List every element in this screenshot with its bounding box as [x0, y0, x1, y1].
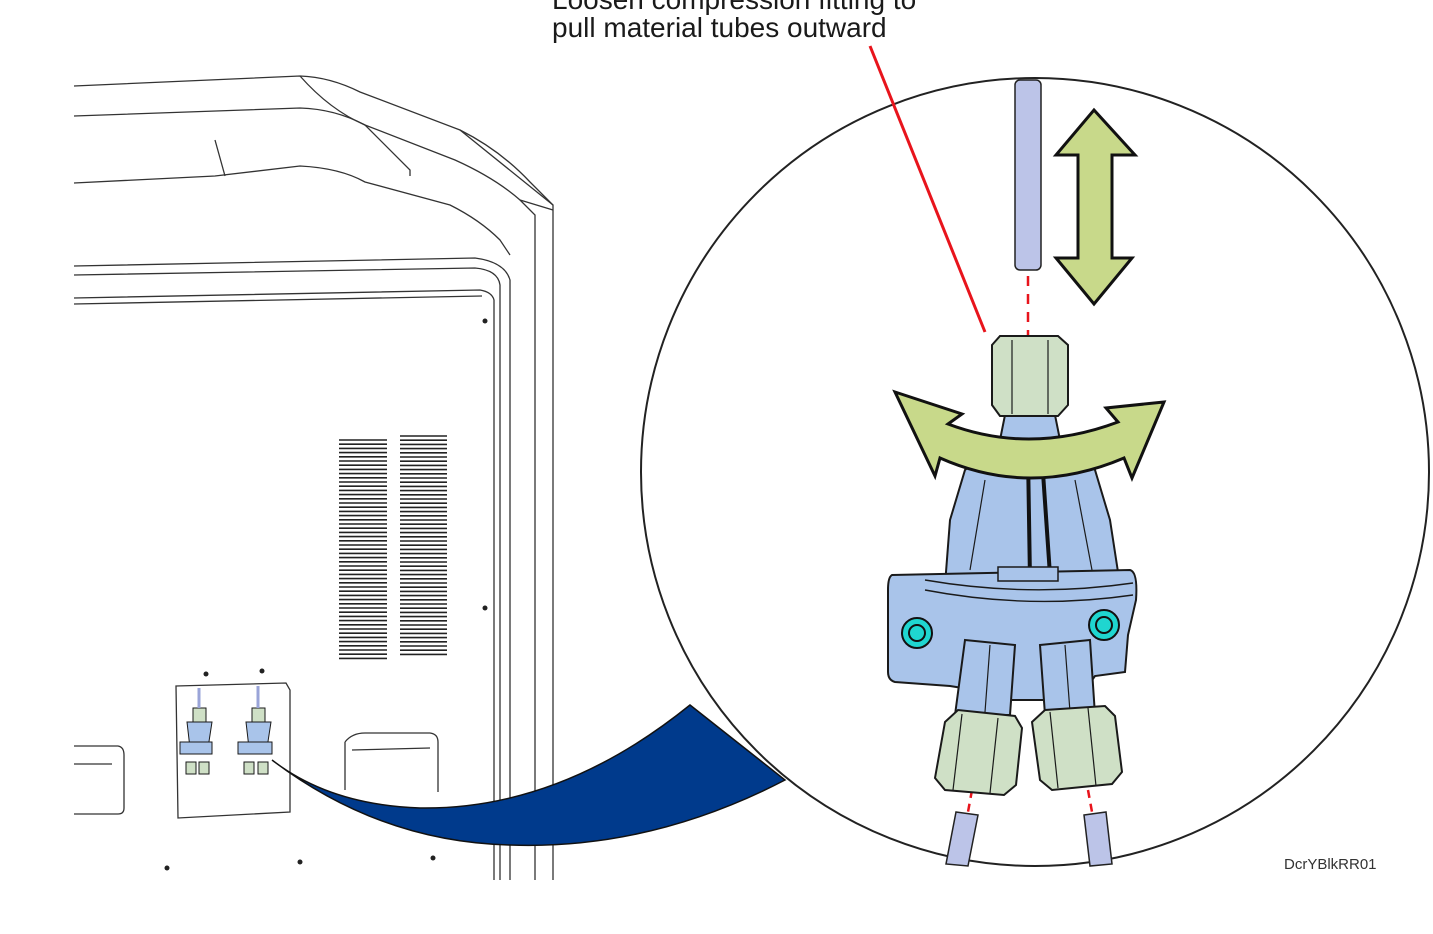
callout-text-line1: Loosen compression fitting to	[552, 0, 916, 16]
vent-grille-right	[400, 435, 447, 656]
figure-id-label: DcrYBlkRR01	[1284, 856, 1377, 873]
zoom-wedge	[271, 704, 787, 847]
panel-manifold-left	[179, 688, 213, 775]
upper-material-tube	[1014, 79, 1042, 271]
compression-fitting-top	[991, 335, 1069, 417]
lower-material-tube-right	[1083, 789, 1113, 867]
callout-text-line2: pull material tubes outward	[552, 12, 887, 43]
compression-fitting-bottom-right	[1030, 704, 1124, 792]
vent-grille-left	[339, 439, 387, 660]
detail-view	[640, 77, 1430, 867]
compression-fitting-bottom-left	[933, 708, 1024, 797]
push-pull-arrow-icon	[1052, 107, 1139, 307]
panel-rivets	[164, 318, 488, 871]
screw-icon	[901, 609, 1120, 649]
callout-leader-line	[868, 45, 987, 333]
lower-material-tube-left	[945, 789, 979, 867]
rotate-arrow-icon	[892, 389, 1167, 482]
printer-cabinet	[73, 75, 554, 880]
panel-manifold-right	[237, 686, 273, 775]
